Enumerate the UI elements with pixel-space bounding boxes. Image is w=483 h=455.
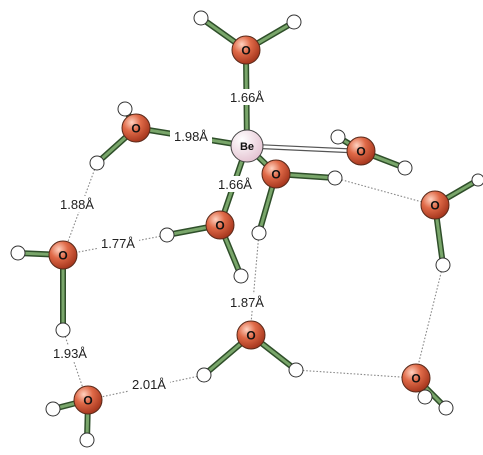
distance-hbond-mid: 1.77Å [101, 236, 135, 251]
distance-hbond-left-upper: 1.88Å [60, 197, 94, 212]
distance-labels: 1.66Å 1.98Å 1.66Å 1.88Å 1.77Å 1.87Å 1.93… [49, 89, 268, 392]
hydrogen-bonds [62, 162, 444, 401]
oxygen-atom-bottom-right: O [401, 363, 431, 393]
hydrogen-atom [196, 367, 212, 383]
hbond-mid [62, 234, 168, 256]
hbond-bottom [86, 374, 205, 401]
svg-text:O: O [241, 44, 250, 58]
hydrogen-atom [117, 101, 133, 117]
distance-hbond-left-lower: 1.93Å [53, 346, 87, 361]
distance-be-o-left: 1.98Å [174, 129, 208, 144]
hydrogen-atom [193, 10, 209, 26]
oxygen-atom-top: O [231, 35, 261, 65]
hydrogen-atom [471, 173, 483, 187]
hydrogen-atom [417, 389, 433, 405]
hydrogen-atom [327, 170, 343, 186]
svg-text:O: O [246, 329, 255, 343]
hbond-center [249, 232, 260, 336]
oxygen-atom-bottom-left: O [73, 385, 103, 415]
svg-text:O: O [411, 372, 420, 386]
distance-be-o-lower: 1.66Å [218, 177, 252, 192]
hydrogen-atom [286, 14, 302, 30]
svg-text:O: O [131, 122, 140, 136]
hydrogen-atom [10, 245, 26, 261]
oxygen-atom-center: O [205, 210, 235, 240]
svg-text:O: O [430, 199, 439, 213]
beryllium-label: Be [240, 141, 254, 153]
svg-text:O: O [271, 168, 280, 182]
hydrogen-atom [233, 268, 249, 284]
oxygen-atom-lower-center: O [236, 320, 266, 350]
svg-text:O: O [83, 394, 92, 408]
hydrogen-atom [89, 155, 105, 171]
hydrogen-atom [438, 400, 454, 416]
oxygen-atom-far-right: O [420, 190, 450, 220]
hbond-right-upper [334, 177, 434, 206]
distance-hbond-bottom: 2.01Å [132, 377, 166, 392]
hbond-right-lower [414, 264, 444, 379]
oxygen-atom-upper-left: O [121, 113, 151, 143]
distance-be-o-top: 1.66Å [230, 90, 264, 105]
svg-text:O: O [58, 249, 67, 263]
oxygen-atom-left: O [48, 240, 78, 270]
hydrogen-atom [251, 225, 267, 241]
oxygen-atoms: O O O O O O O O [48, 35, 450, 415]
distance-hbond-center: 1.87Å [230, 295, 264, 310]
oxygen-atom-below-be: O [261, 159, 291, 189]
beryllium-atom: Be [230, 129, 264, 163]
hydrogen-atoms [10, 10, 483, 448]
hydrogen-atom [330, 129, 346, 145]
hydrogen-atom [288, 362, 304, 378]
hydrogen-atom [159, 227, 175, 243]
hydrogen-atom [45, 401, 61, 417]
hydrogen-atom [79, 432, 95, 448]
hydrogen-atom [55, 322, 71, 338]
beryllium-bonds [246, 143, 356, 154]
oxygen-atom-right-of-be: O [346, 136, 376, 166]
hbond-bottom-right [295, 369, 416, 379]
svg-text:O: O [215, 219, 224, 233]
hydrogen-atom [435, 257, 451, 273]
hydrogen-atom [397, 160, 413, 176]
svg-text:O: O [356, 145, 365, 159]
